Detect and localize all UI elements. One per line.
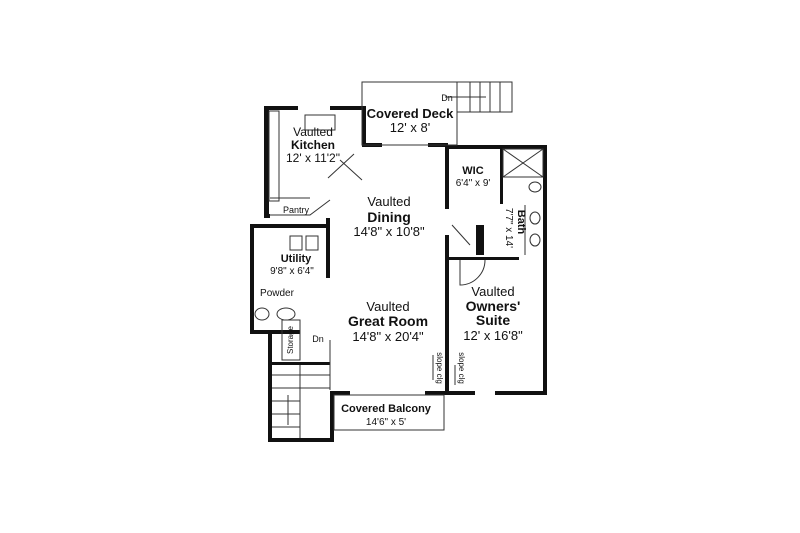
great-room-size: 14'8" x 20'4" [352, 329, 424, 344]
room-labels: Covered Deck 12' x 8' Dn Vaulted Kitchen… [260, 93, 527, 428]
great-room-name: Great Room [348, 313, 428, 329]
great-room-prefix: Vaulted [366, 299, 409, 314]
stair-label: Dn [312, 334, 324, 344]
owners-suite-prefix: Vaulted [471, 284, 514, 299]
wic-name: WIC [462, 165, 483, 177]
dining-prefix: Vaulted [367, 194, 410, 209]
covered-deck-size: 12' x 8' [390, 120, 430, 135]
kitchen-name: Kitchen [291, 138, 335, 152]
thin-lines [254, 81, 544, 438]
deck-stair-label: Dn [441, 93, 453, 103]
kitchen-prefix: Vaulted [293, 125, 333, 139]
owners-suite-slope-note: slope clg [457, 352, 466, 384]
storage-label: Storage [286, 325, 295, 354]
kitchen-size: 12' x 11'2" [286, 151, 340, 165]
covered-deck-name: Covered Deck [367, 106, 454, 121]
great-room-slope-note: slope clg [435, 352, 444, 384]
covered-balcony-size: 14'6" x 5' [366, 417, 406, 428]
owners-suite-name-1: Owners' [466, 298, 521, 314]
utility-size: 9'8" x 6'4" [270, 266, 314, 277]
bath-size: 7'7" x 14' [503, 208, 514, 248]
powder-label: Powder [260, 288, 295, 299]
pantry-label: Pantry [283, 205, 310, 215]
dining-name: Dining [367, 209, 411, 225]
owners-suite-name-2: Suite [476, 312, 510, 328]
bath-name: Bath [515, 210, 527, 235]
owners-suite-size: 12' x 16'8" [463, 328, 523, 343]
walls [250, 106, 547, 442]
dining-size: 14'8" x 10'8" [353, 224, 425, 239]
wic-size: 6'4" x 9' [456, 178, 491, 189]
utility-name: Utility [281, 253, 312, 265]
covered-balcony-name: Covered Balcony [341, 403, 432, 415]
